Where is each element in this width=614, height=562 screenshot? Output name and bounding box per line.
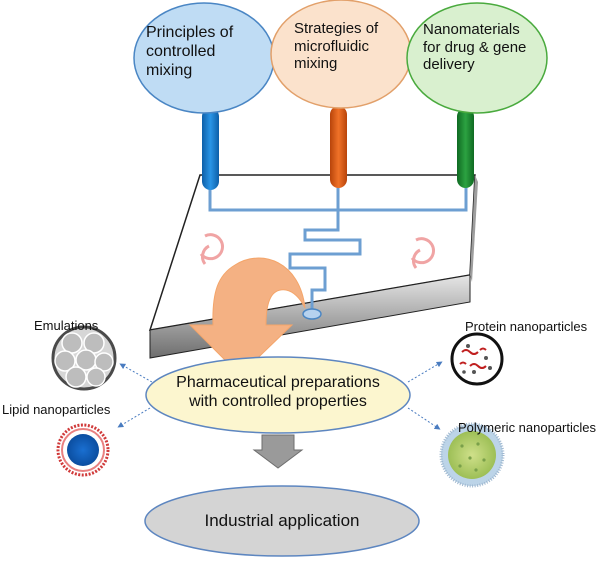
polymeric-nanoparticle-icon (439, 422, 505, 488)
emulsion-icon (51, 325, 117, 391)
down-arrow (252, 434, 304, 469)
mixing-cycle-icon (410, 237, 435, 269)
label-emulations: Emulations (34, 318, 99, 333)
connector-polymeric (407, 407, 441, 430)
label-lipid-nanoparticles: Lipid nanoparticles (2, 402, 111, 417)
connector-emulations (119, 363, 153, 383)
label-protein-nanoparticles: Protein nanoparticles (465, 319, 588, 334)
topic-ellipse-nanomaterials (406, 2, 548, 114)
mixing-cycle-icon (199, 233, 224, 265)
lipid-nanoparticle-icon (56, 423, 110, 477)
connector-protein (407, 361, 443, 383)
microfluidic-channel (208, 185, 468, 310)
industrial-label: Industrial application (204, 511, 360, 530)
protein-nanoparticle-icon (450, 332, 504, 386)
connector-lipid (117, 407, 151, 428)
pipe-nanomaterials (457, 108, 474, 188)
label-polymeric-nanoparticles: Polymeric nanoparticles (458, 420, 597, 435)
industrial-ellipse (144, 485, 420, 557)
channel-outlet (302, 308, 322, 320)
flow-arrow (188, 257, 306, 376)
center-ellipse (145, 356, 411, 434)
chip-right-side (470, 175, 478, 282)
pipe-strategies (330, 106, 347, 188)
pipe-principles (202, 108, 219, 190)
